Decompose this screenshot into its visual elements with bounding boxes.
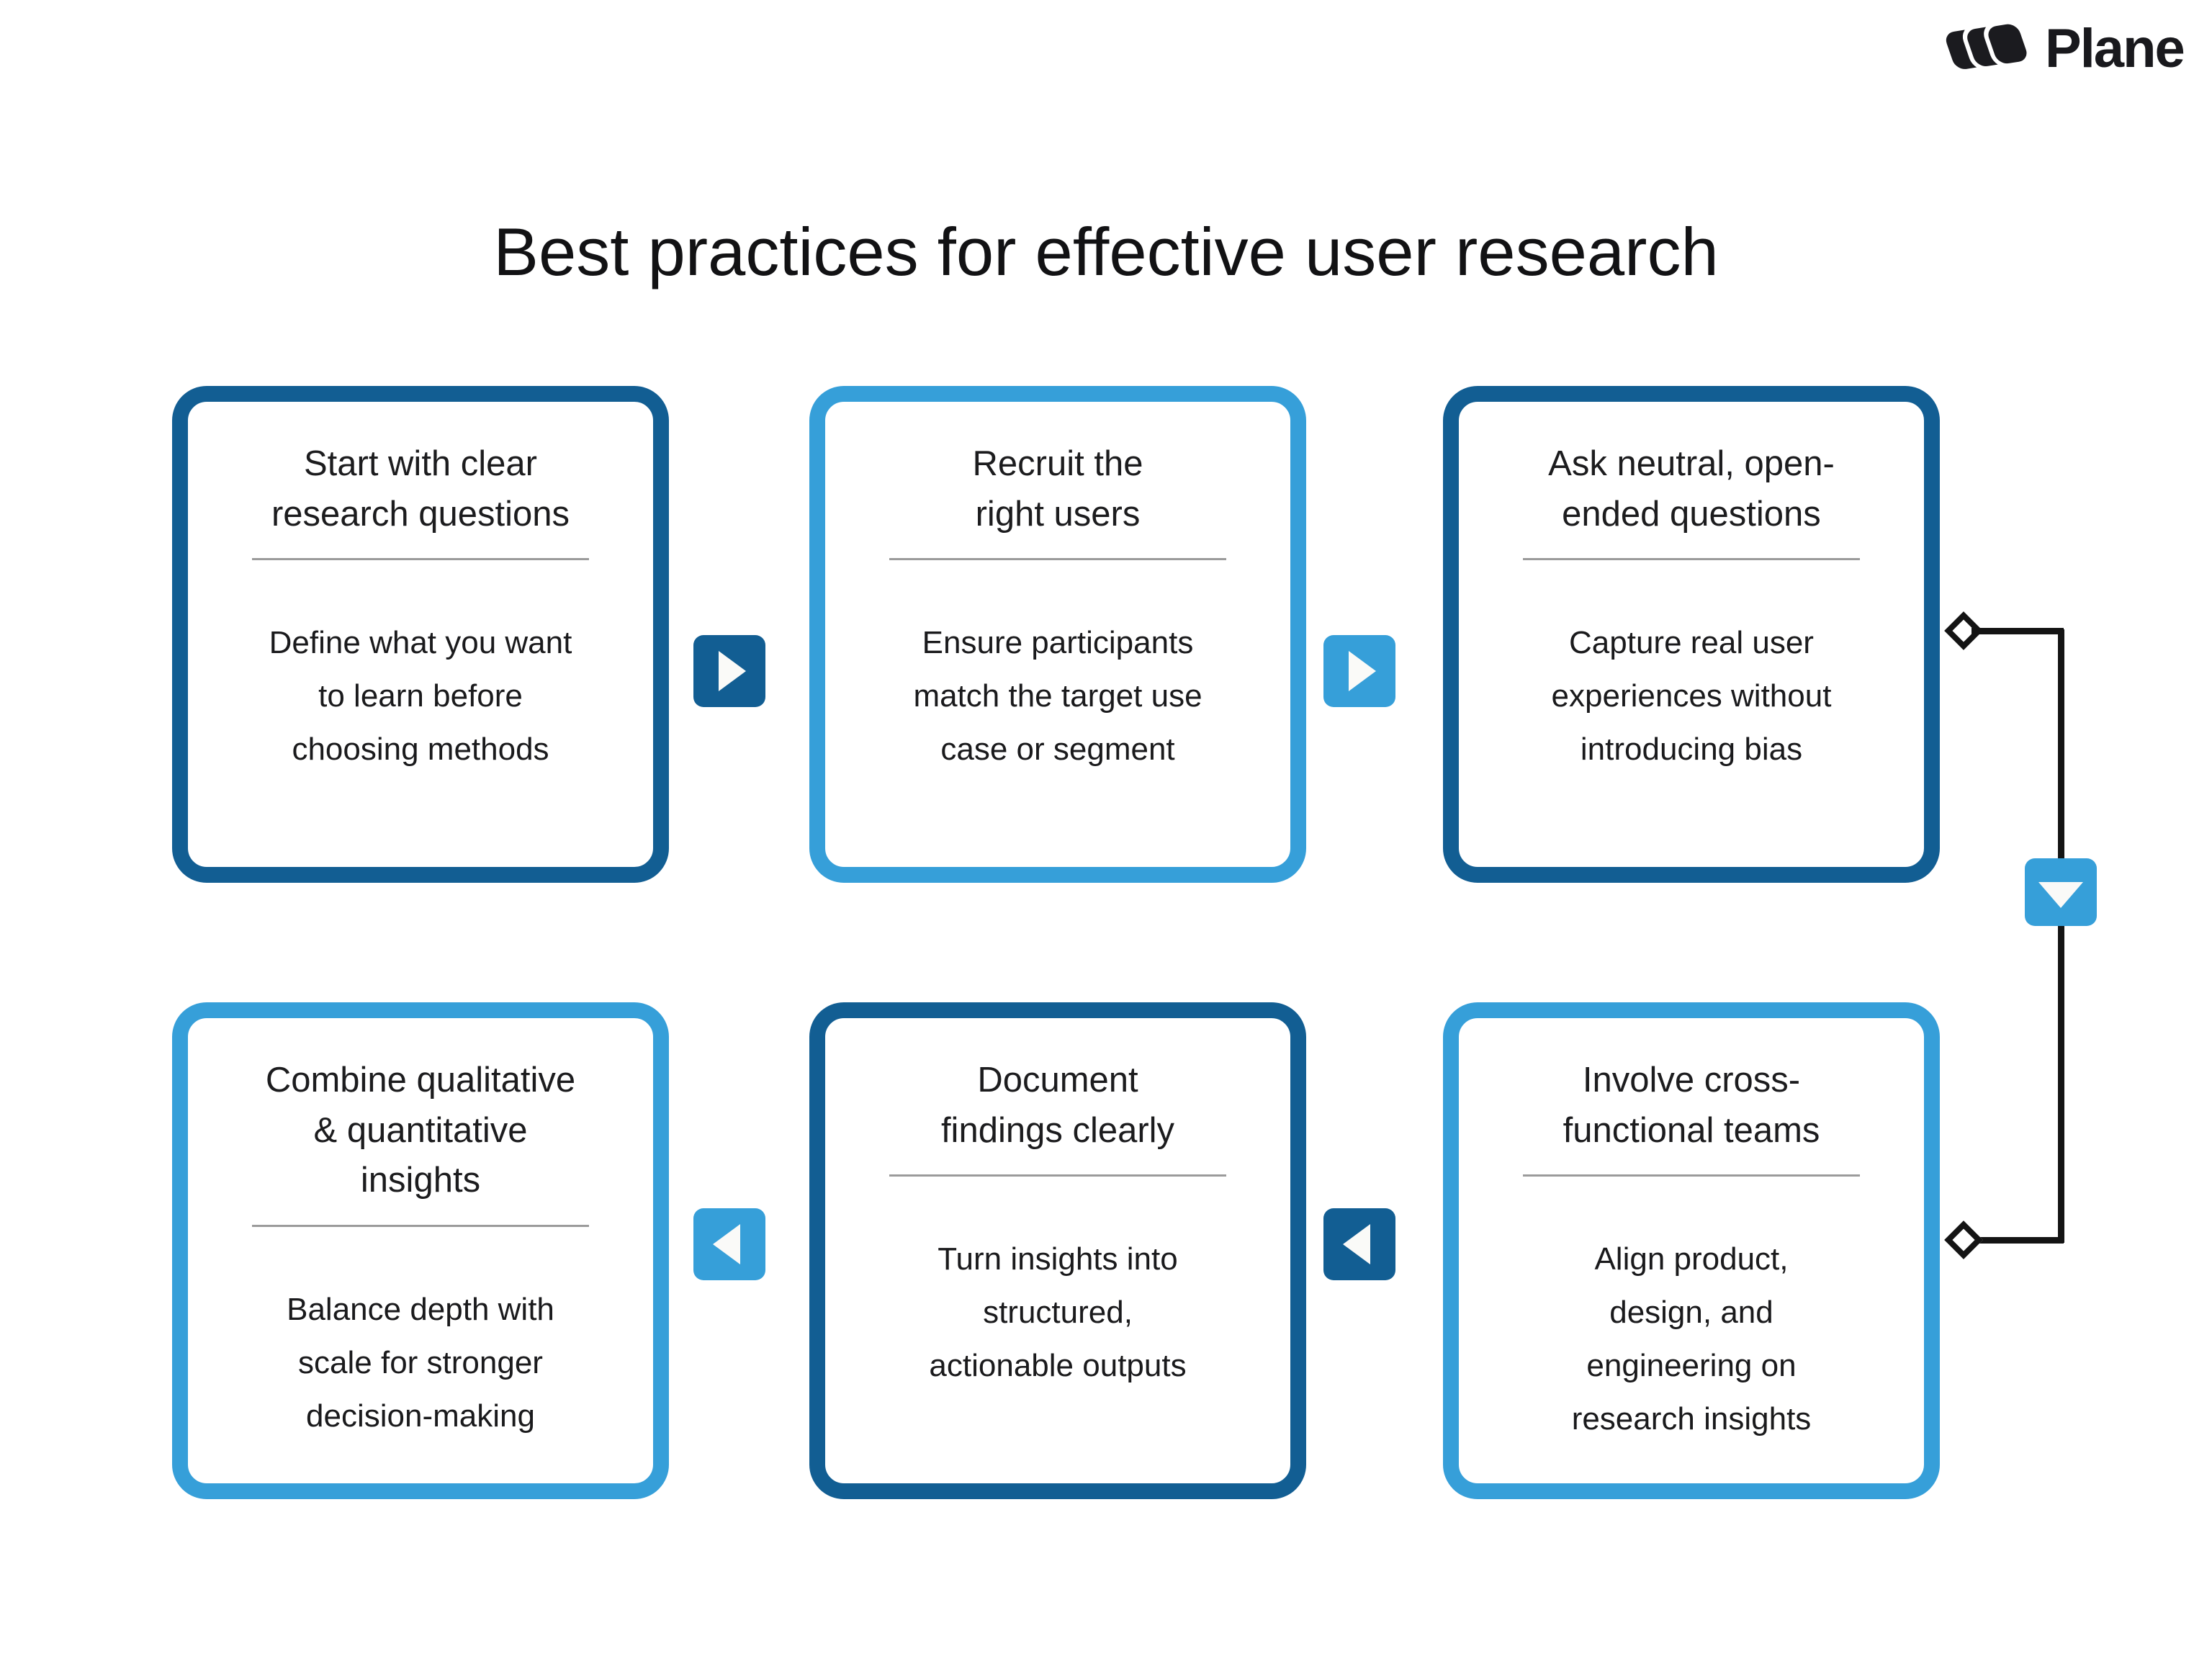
card-title: Involve cross- functional teams (1563, 1061, 1820, 1150)
arrow-left-triangle (713, 1224, 740, 1264)
arrow-right-icon (1323, 635, 1395, 707)
page-title: Best practices for effective user resear… (493, 214, 1719, 289)
card-body: Balance depth with scale for stronger de… (287, 1291, 554, 1434)
brand-logo: Plane (1938, 14, 2185, 84)
arrow-right-triangle (719, 651, 746, 691)
card-divider (252, 558, 589, 561)
connector-vertical-line (2058, 629, 2064, 1243)
arrow-left-icon (693, 1208, 765, 1280)
arrow-left-icon (1323, 1208, 1395, 1280)
card-document-findings-clearly: Document findings clearly Turn insights … (809, 1002, 1306, 1499)
arrow-right-icon (693, 635, 765, 707)
card-recruit-the-right-users: Recruit the right users Ensure participa… (809, 386, 1306, 883)
connector-bottom-horizontal-line (1972, 1237, 2064, 1244)
connector-top-horizontal-line (1972, 628, 2064, 634)
arrow-down-icon (2025, 858, 2097, 926)
card-title: Document findings clearly (940, 1061, 1175, 1150)
connector-end-diamond (1944, 1220, 1983, 1259)
card-divider (1523, 1174, 1860, 1177)
card-divider (889, 1174, 1226, 1177)
card-ask-neutral-open-ended-questions: Ask neutral, open- ended questions Captu… (1443, 386, 1940, 883)
card-involve-cross-functional-teams: Involve cross- functional teams Align pr… (1443, 1002, 1940, 1499)
card-divider (889, 558, 1226, 561)
brand-logo-text: Plane (2045, 18, 2185, 79)
card-body: Align product, design, and engineering o… (1571, 1241, 1812, 1437)
card-title: Start with clear research questions (271, 444, 570, 534)
card-title: Recruit the right users (972, 444, 1143, 534)
card-divider (1523, 558, 1860, 561)
card-start-with-clear-research-questions: Start with clear research questions Defi… (172, 386, 669, 883)
plane-logo-icon (1941, 19, 2029, 73)
card-body: Capture real user experiences without in… (1551, 625, 1832, 767)
card-title: Ask neutral, open- ended questions (1548, 444, 1835, 534)
arrow-right-triangle (1349, 651, 1376, 691)
card-divider (252, 1224, 589, 1227)
arrow-down-triangle (2038, 882, 2083, 908)
card-body: Turn insights into structured, actionabl… (929, 1241, 1187, 1383)
card-body: Define what you want to learn before cho… (269, 625, 572, 767)
card-body: Ensure participants match the target use… (913, 625, 1202, 767)
card-title: Combine qualitative & quantitative insig… (265, 1061, 576, 1200)
card-combine-qualitative-quantitative-insights: Combine qualitative & quantitative insig… (172, 1002, 669, 1499)
arrow-left-triangle (1343, 1224, 1370, 1264)
